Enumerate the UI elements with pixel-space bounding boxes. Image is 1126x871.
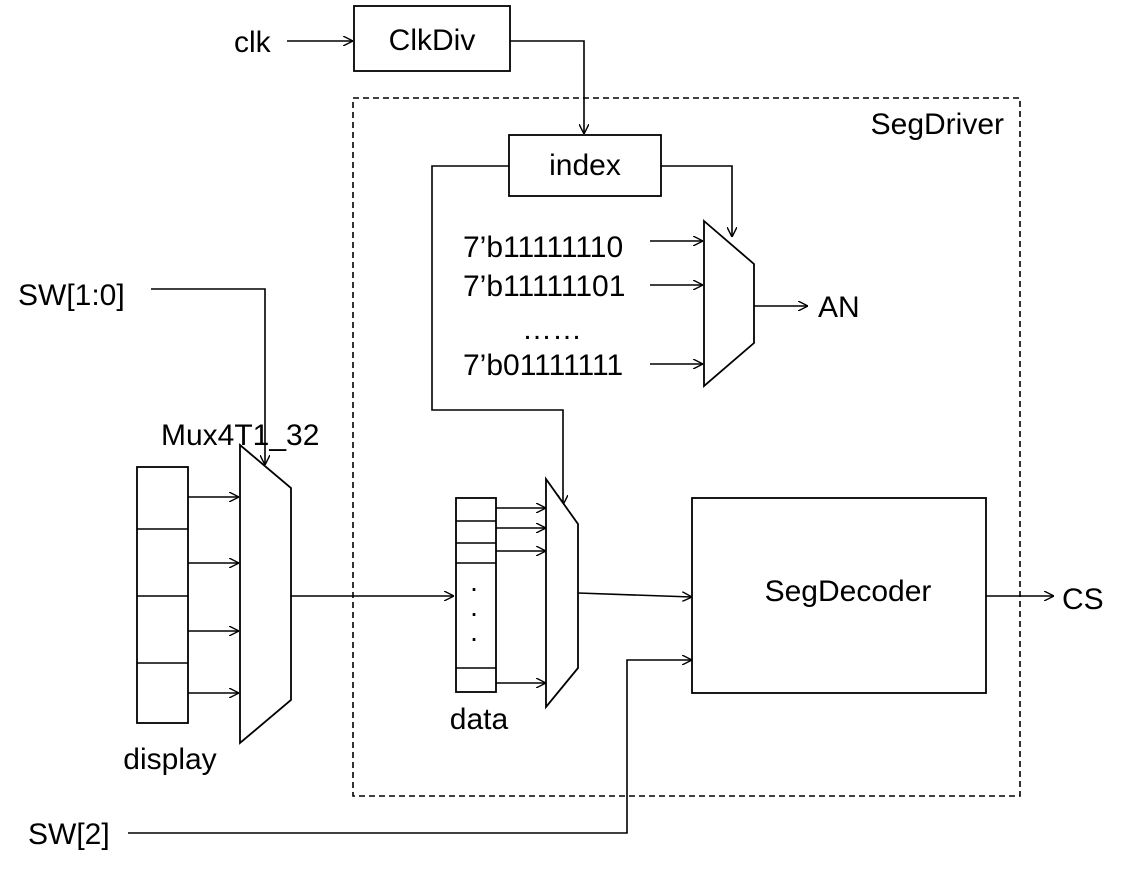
data-register: [455, 497, 497, 693]
sw-low-label: SW[1:0]: [18, 279, 125, 312]
clkdiv-to-index-wire: [510, 40, 584, 134]
segdecoder-block: [691, 497, 987, 694]
an-const-1: 7’b11111101: [463, 270, 625, 303]
index-to-data-mux-wire: [431, 165, 563, 505]
clkdiv-block: [353, 5, 511, 72]
data-mux: [545, 476, 579, 710]
clk-label: clk: [234, 26, 272, 59]
segdriver-label: SegDriver: [871, 108, 1004, 141]
display-register: [136, 466, 189, 724]
data-dot-2: .: [470, 616, 478, 647]
data-dot-0: .: [470, 566, 478, 597]
sw-low-wire: [151, 288, 265, 465]
segdriver-boundary: [352, 97, 1021, 797]
cs-output-label: CS: [1062, 583, 1104, 616]
clkdiv-label: ClkDiv: [389, 24, 476, 57]
index-block: [508, 134, 662, 197]
index-to-an-mux-wire: [661, 165, 732, 237]
data-dot-1: .: [470, 591, 478, 622]
segdecoder-label: SegDecoder: [765, 575, 932, 608]
an-mux: [703, 219, 755, 388]
an-const-3: 7’b01111111: [463, 349, 623, 382]
data-mux-to-decoder-wire: [577, 593, 692, 597]
an-output-label: AN: [818, 291, 860, 324]
index-label: index: [549, 149, 621, 182]
sw-high-label: SW[2]: [28, 818, 110, 851]
display-label: display: [123, 743, 216, 776]
mux4t1-32: [239, 443, 292, 745]
an-const-0: 7’b11111110: [463, 231, 623, 264]
mux4t1-32-label: Mux4T1_32: [161, 419, 319, 452]
data-label: data: [450, 703, 509, 736]
sw-high-wire: [128, 660, 692, 834]
an-const-ellipsis: ……: [522, 313, 582, 346]
